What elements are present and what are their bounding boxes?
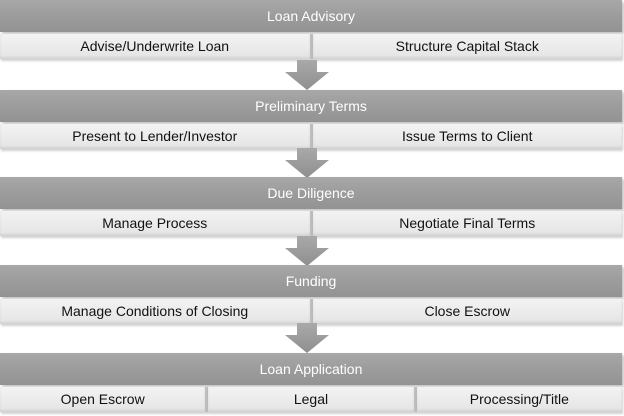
task-box: Present to Lender/Investor [0,124,313,149]
stage-tasks: Manage Process Negotiate Final Terms [0,211,622,236]
stage-tasks: Advise/Underwrite Loan Structure Capital… [0,34,622,59]
task-box: Manage Conditions of Closing [0,299,313,324]
stage-header: Due Diligence [0,177,622,209]
task-box: Legal [208,387,417,412]
down-arrow-icon [285,148,329,178]
stage-tasks: Present to Lender/Investor Issue Terms t… [0,124,622,149]
down-arrow-icon [285,323,329,353]
down-arrow-icon [285,236,329,266]
task-box: Negotiate Final Terms [312,211,622,236]
stage-header: Preliminary Terms [0,90,622,122]
task-box: Structure Capital Stack [312,34,622,59]
task-box: Processing/Title [416,387,622,412]
down-arrow-icon [285,60,329,90]
stage-header: Funding [0,265,622,297]
stage-tasks: Manage Conditions of Closing Close Escro… [0,299,622,324]
task-box: Open Escrow [0,387,209,412]
stage-header: Loan Application [0,353,622,385]
task-box: Close Escrow [312,299,622,324]
task-box: Advise/Underwrite Loan [0,34,313,59]
task-box: Issue Terms to Client [312,124,622,149]
task-box: Manage Process [0,211,313,236]
stage-tasks: Open Escrow Legal Processing/Title [0,387,622,412]
stage-header: Loan Advisory [0,0,622,32]
